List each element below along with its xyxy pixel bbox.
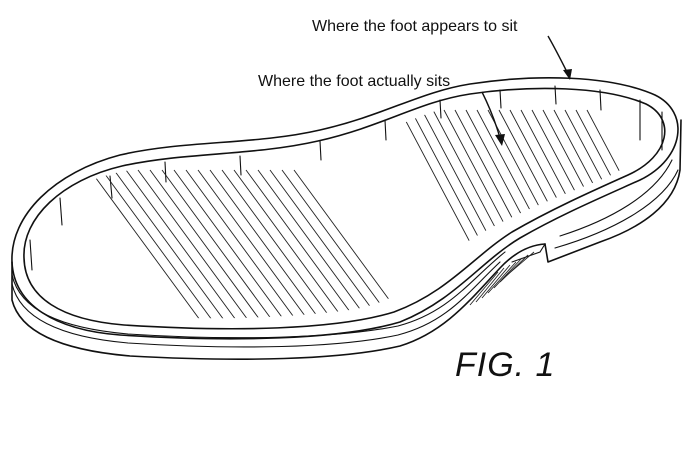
hatch-line (221, 169, 333, 319)
hatch-line (293, 169, 405, 319)
label-actual: Where the foot actually sits (258, 73, 450, 90)
hatch-line (197, 169, 309, 319)
hatch-line (125, 169, 237, 319)
hatch-line (399, 109, 491, 281)
label-appears: Where the foot appears to sit (312, 18, 518, 35)
hatch-line (476, 109, 568, 281)
hatch-line (101, 169, 213, 319)
insole-hatch (89, 109, 652, 319)
hatch-line (281, 169, 393, 319)
hatch-line (564, 109, 652, 281)
hatch-line (161, 169, 273, 319)
arch-shadow-hatch (469, 251, 535, 306)
hatch-line (137, 169, 249, 319)
figure-label: FIG. 1 (455, 346, 555, 384)
leader-arrow-appears (547, 35, 572, 80)
hatch-line (586, 109, 652, 281)
hatch-line (575, 109, 652, 281)
hatch-line (432, 109, 524, 281)
sidewall-lines (29, 85, 663, 271)
hatch-line (89, 169, 201, 319)
leader-arrow-actual (481, 91, 505, 146)
hatch-line (410, 109, 502, 281)
hatch-line (498, 109, 590, 281)
hatch-line (209, 169, 321, 319)
sole-outline (11, 77, 682, 360)
hatch-line (173, 169, 285, 319)
hatch-line (257, 169, 369, 319)
hatch-line (185, 169, 297, 319)
hatch-line (113, 169, 225, 319)
hatch-line (465, 109, 557, 281)
hatch-line (542, 109, 634, 281)
hatch-line (509, 109, 601, 281)
hatch-line (245, 169, 357, 319)
hatch-line (149, 169, 261, 319)
hatch-line (443, 109, 535, 281)
hatch-line (233, 169, 345, 319)
hatch-line (269, 169, 381, 319)
